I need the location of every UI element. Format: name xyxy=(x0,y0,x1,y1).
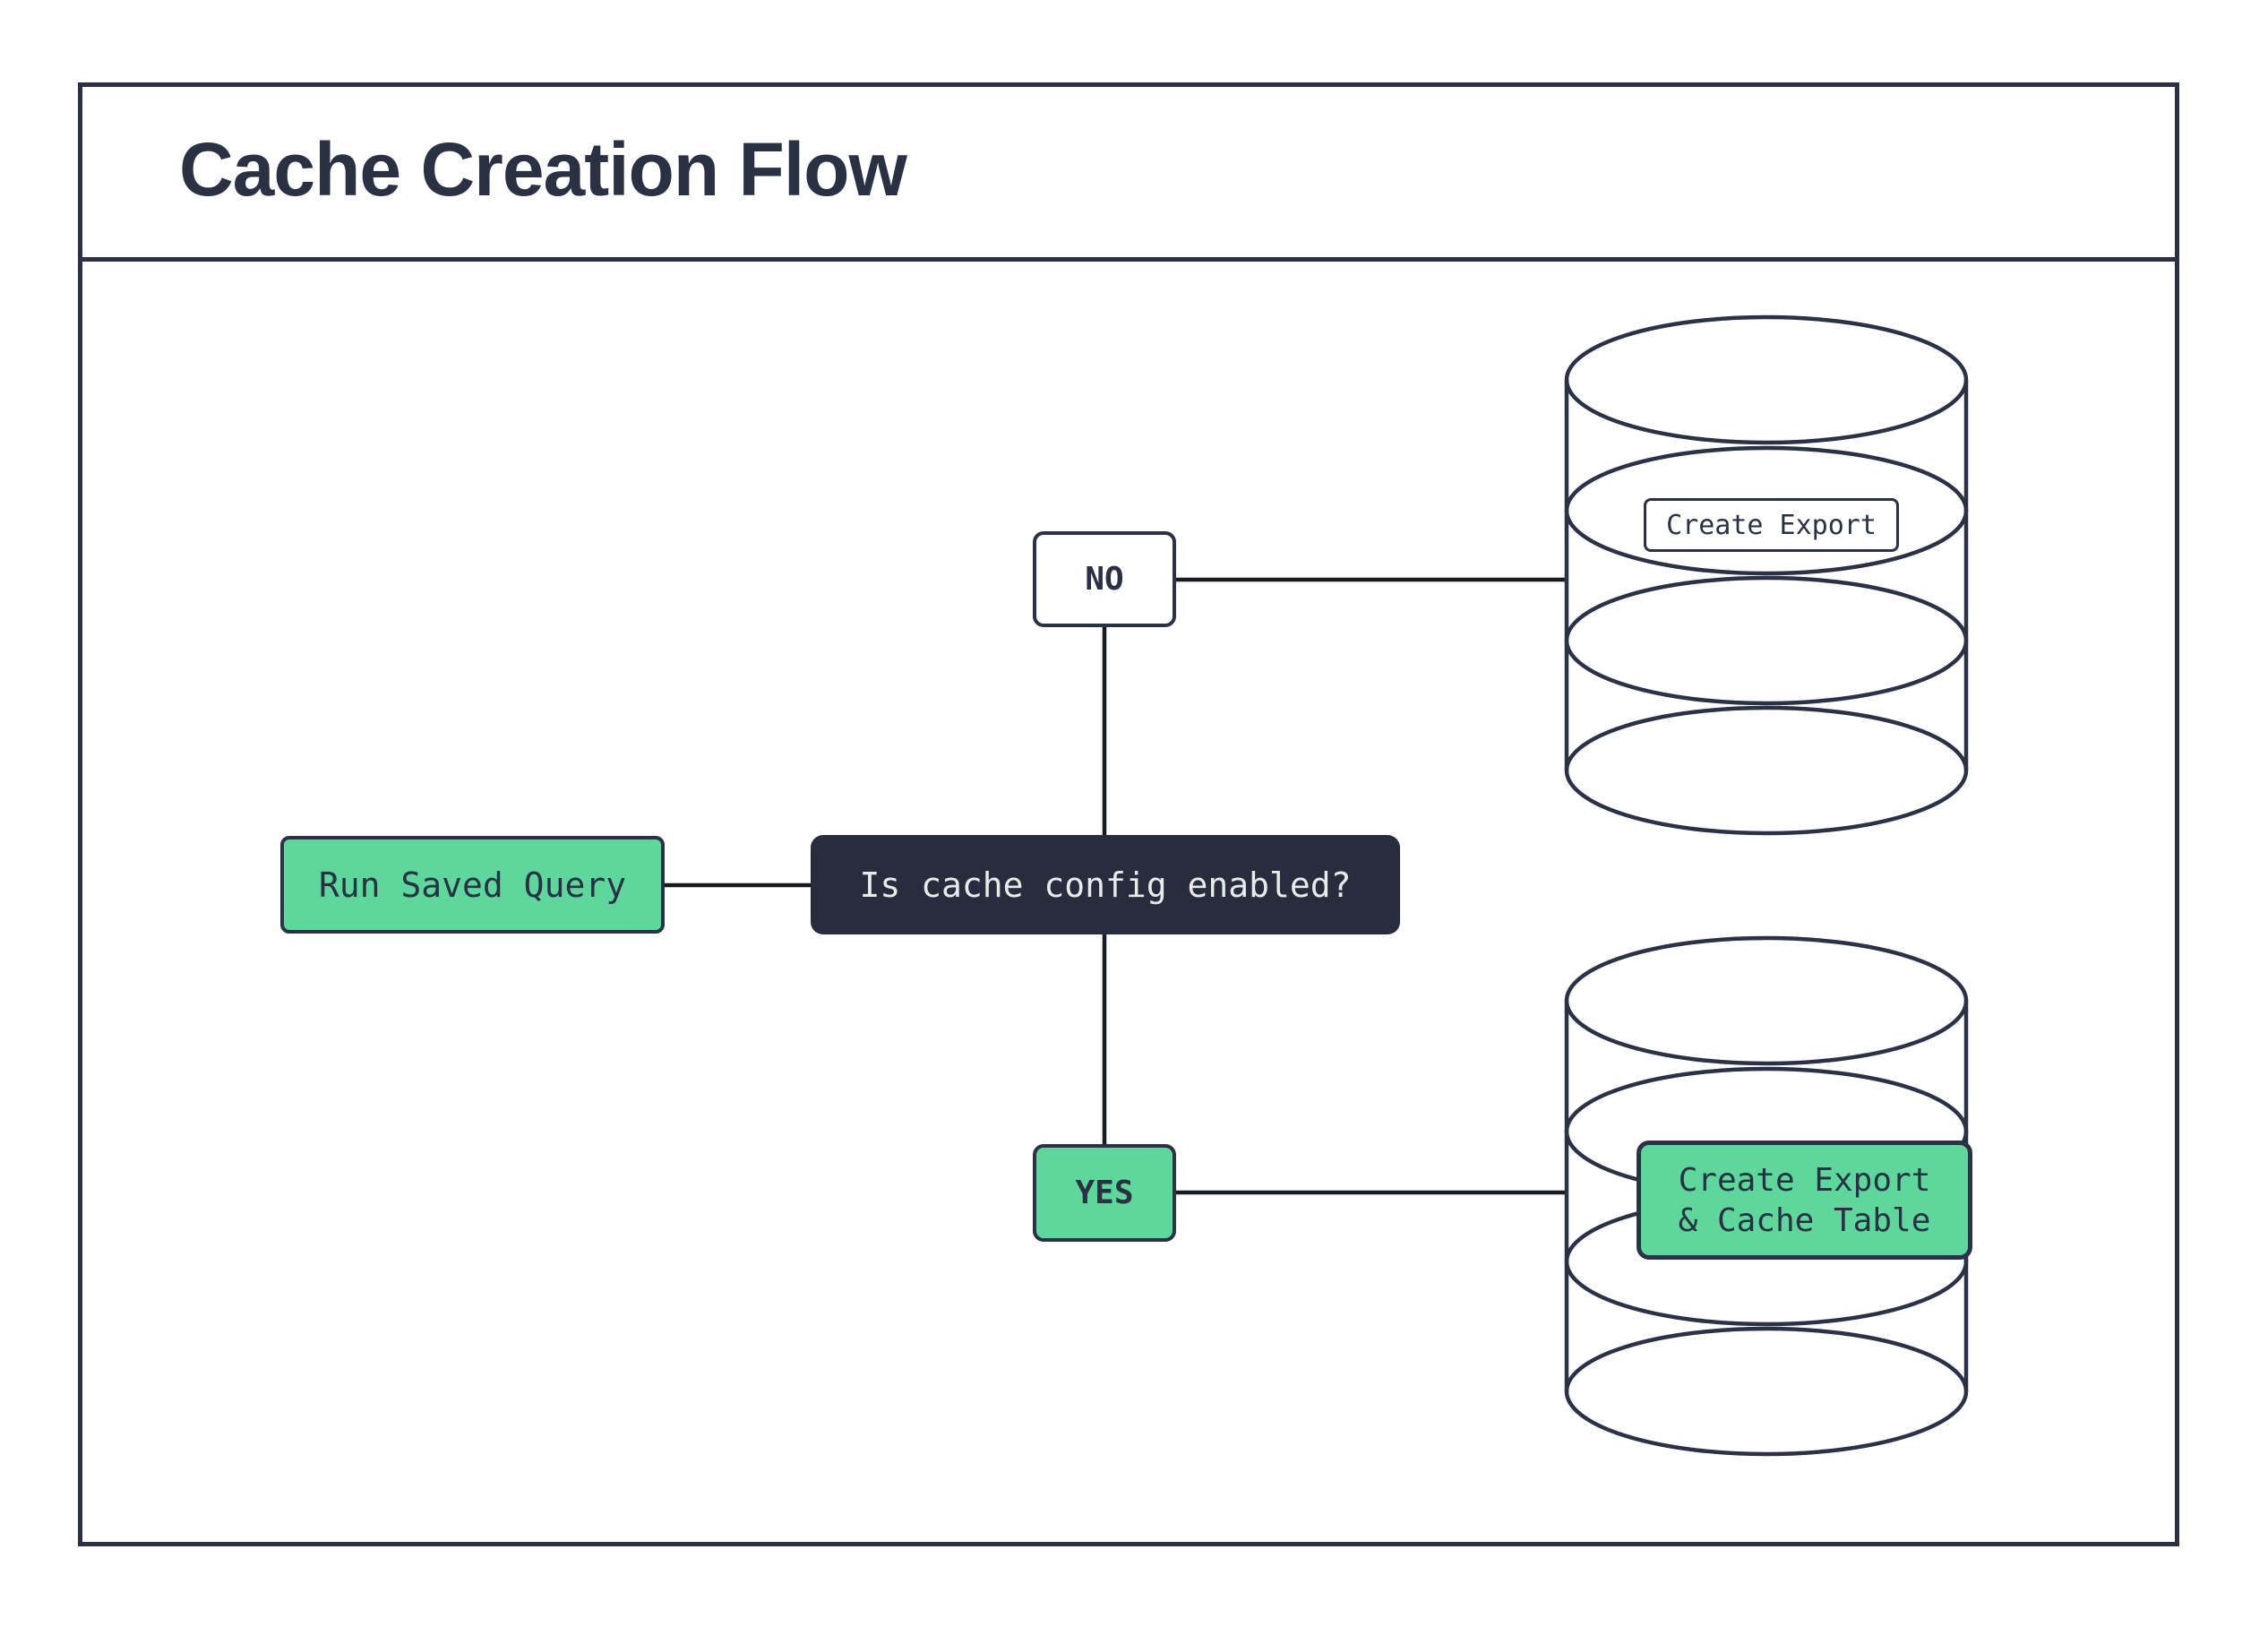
node-decision-label: Is cache config enabled? xyxy=(859,865,1352,905)
node-create-export-cache-table-line2: & Cache Table xyxy=(1678,1201,1931,1239)
diagram-border xyxy=(78,82,2179,1546)
node-run-saved-query: Run Saved Query xyxy=(280,836,665,934)
node-branch-yes-label: YES xyxy=(1075,1175,1134,1211)
node-create-export-label: Create Export xyxy=(1666,509,1877,541)
node-decision-cache-config: Is cache config enabled? xyxy=(811,835,1400,934)
node-branch-yes: YES xyxy=(1033,1144,1176,1242)
database-cylinder-icon-top xyxy=(1564,314,1969,836)
node-branch-no: NO xyxy=(1033,531,1176,627)
node-create-export-cache-table-line1: Create Export xyxy=(1678,1161,1931,1199)
diagram-header: Cache Creation Flow xyxy=(78,82,2179,262)
node-branch-no-label: NO xyxy=(1085,561,1124,598)
node-create-export-cache-table: Create Export & Cache Table xyxy=(1637,1141,1972,1260)
connector-lines xyxy=(665,577,1568,1195)
node-create-export: Create Export xyxy=(1644,498,1899,552)
node-run-saved-query-label: Run Saved Query xyxy=(318,865,627,905)
page-title: Cache Creation Flow xyxy=(179,127,907,211)
